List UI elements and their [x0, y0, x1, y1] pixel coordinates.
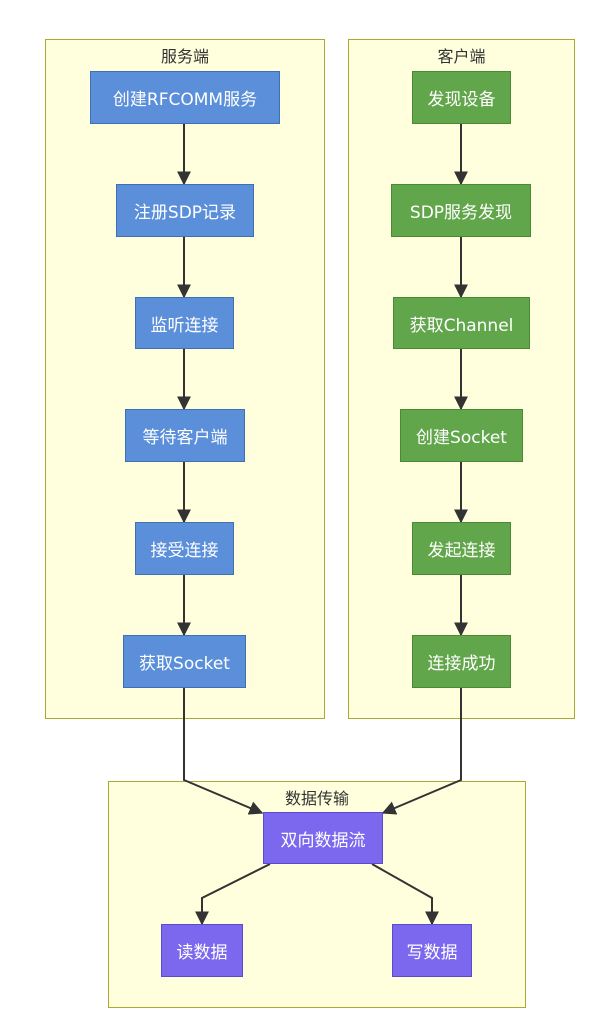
node-initiate-connection: 发起连接 — [412, 522, 511, 575]
node-bidirectional-data-flow: 双向数据流 — [263, 812, 383, 864]
node-connection-success: 连接成功 — [412, 635, 511, 688]
edge-dataflow-write — [371, 863, 439, 926]
edge-serversocket-dataflow — [183, 688, 264, 815]
edge-dataflow-read — [195, 863, 271, 926]
node-wait-client: 等待客户端 — [125, 409, 245, 462]
node-write-data: 写数据 — [392, 924, 472, 977]
node-create-rfcomm-service: 创建RFCOMM服务 — [90, 71, 280, 124]
client-cluster-title: 客户端 — [437, 47, 486, 66]
edge-clientsuccess-dataflow — [381, 688, 462, 815]
node-create-socket: 创建Socket — [400, 409, 523, 462]
node-read-data: 读数据 — [161, 924, 243, 977]
node-discover-device: 发现设备 — [412, 71, 511, 124]
server-cluster-title: 服务端 — [160, 47, 209, 66]
node-listen-connection: 监听连接 — [135, 297, 234, 349]
node-server-get-socket: 获取Socket — [123, 635, 246, 688]
node-register-sdp-record: 注册SDP记录 — [116, 184, 254, 237]
data-cluster-title: 数据传输 — [284, 789, 349, 808]
node-get-channel: 获取Channel — [393, 297, 530, 349]
node-sdp-service-discovery: SDP服务发现 — [391, 184, 531, 237]
node-accept-connection: 接受连接 — [135, 522, 234, 575]
